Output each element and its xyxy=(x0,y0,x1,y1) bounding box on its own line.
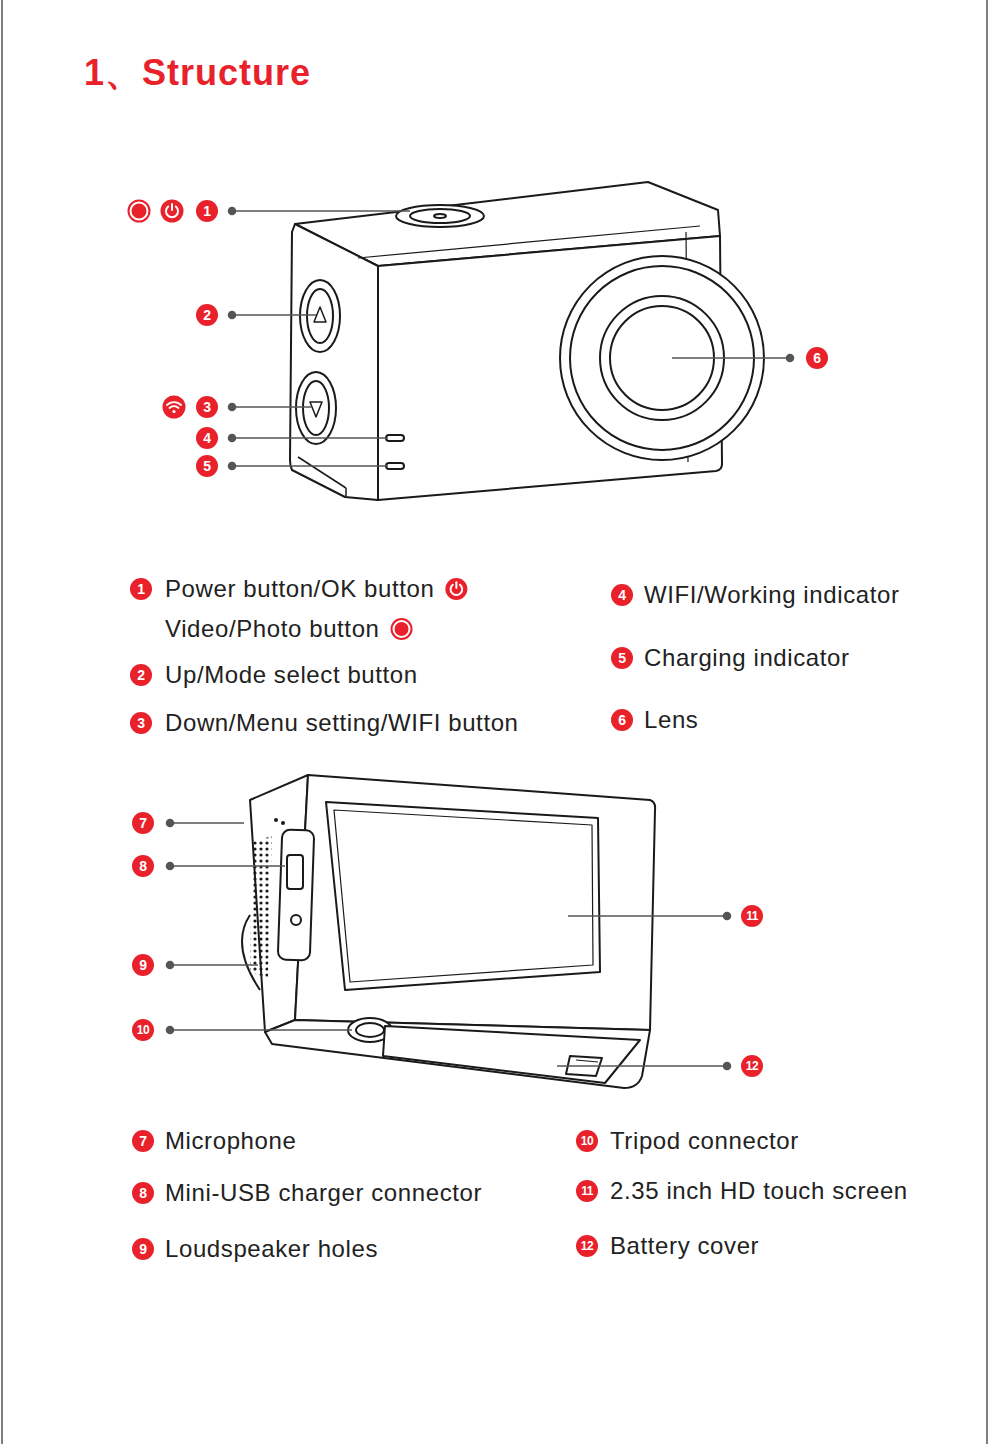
callout-number: 11 xyxy=(741,905,763,927)
callout-number: 4 xyxy=(196,427,218,449)
part-name: Tripod connector xyxy=(610,1127,799,1156)
part-name: Loudspeaker holes xyxy=(165,1235,378,1264)
callout-number: 12 xyxy=(576,1235,598,1257)
callout-number: 12 xyxy=(741,1055,763,1077)
callout-number: 4 xyxy=(611,584,633,606)
part-name: Mini-USB charger connector xyxy=(165,1179,482,1208)
part-name: Lens xyxy=(644,706,698,735)
callout-number: 2 xyxy=(130,664,152,686)
callout-number: 8 xyxy=(132,1182,154,1204)
part-name: 2.35 inch HD touch screen xyxy=(610,1177,908,1206)
callout-number: 10 xyxy=(576,1130,598,1152)
part-name: Down/Menu setting/WIFI button xyxy=(165,709,519,738)
callout-number: 9 xyxy=(132,954,154,976)
part-name: Battery cover xyxy=(610,1232,759,1261)
callout-number: 10 xyxy=(132,1019,154,1041)
callout-number: 1 xyxy=(130,578,152,600)
callout-number: 3 xyxy=(196,396,218,418)
callout-number: 6 xyxy=(806,347,828,369)
callout-number: 2 xyxy=(196,304,218,326)
part-name: Microphone xyxy=(165,1127,296,1156)
part-name: Charging indicator xyxy=(644,644,850,673)
part-name: Power button/OK button xyxy=(165,575,434,604)
callout-number: 9 xyxy=(132,1238,154,1260)
callout-number: 7 xyxy=(132,1130,154,1152)
callout-number: 5 xyxy=(196,455,218,477)
section-title: 1、Structure xyxy=(84,51,311,94)
part-name: WIFI/Working indicator xyxy=(644,581,900,610)
callout-number: 3 xyxy=(130,712,152,734)
callout-number: 6 xyxy=(611,709,633,731)
part-name: Video/Photo button xyxy=(165,615,380,644)
part-name: Up/Mode select button xyxy=(165,661,418,690)
callout-number: 11 xyxy=(576,1180,598,1202)
callout-number: 1 xyxy=(196,200,218,222)
callout-number: 8 xyxy=(132,855,154,877)
callout-number: 5 xyxy=(611,647,633,669)
callout-number: 7 xyxy=(132,812,154,834)
